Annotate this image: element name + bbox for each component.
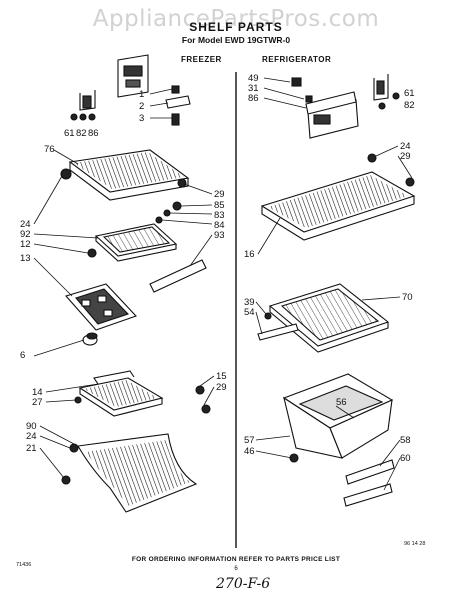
part-label: 13 <box>20 253 31 264</box>
freezer-lower-wire-shelf <box>78 370 164 417</box>
part-label: 54 <box>244 307 255 318</box>
part-label: 93 <box>214 230 225 241</box>
freezer-upper-wire-shelf <box>68 149 190 201</box>
part-label: 21 <box>26 443 37 454</box>
freezer-bracket <box>79 90 96 111</box>
catalog-code: 71436 <box>16 562 32 568</box>
refrigerator-control-housing <box>305 91 359 139</box>
part-label: 56 <box>336 397 347 408</box>
watermark: AppliancePartsPros.com <box>92 6 380 32</box>
part-label: 29 <box>214 189 225 200</box>
part-label: 90 <box>26 421 37 432</box>
model-subtitle: For Model EWD 19GTWR-0 <box>181 35 291 45</box>
crisper-cover-frame <box>268 283 390 353</box>
part-label: 46 <box>244 446 255 457</box>
part-label: 82 <box>76 128 87 139</box>
part-label: 57 <box>244 435 255 446</box>
part-label: 39 <box>244 297 255 308</box>
part-label: 92 <box>20 229 31 240</box>
drawing-code: 96 14 28 <box>404 541 426 547</box>
refrigerator-wire-shelf <box>260 171 416 241</box>
part-label: 16 <box>244 249 255 260</box>
page-number: 6 <box>234 566 238 572</box>
refrigerator-bracket <box>373 74 389 101</box>
part-label: 61 <box>64 128 75 139</box>
freezer-shelf-rail <box>149 259 207 293</box>
freezer-ice-tray <box>94 223 178 262</box>
freezer-ice-bin <box>65 283 137 331</box>
part-label: 83 <box>214 210 225 221</box>
part-label: 15 <box>216 371 227 382</box>
leader-lines <box>33 77 413 491</box>
part-label: 58 <box>400 435 411 446</box>
freezer-heading: FREEZER <box>181 55 222 64</box>
part-label: 2 <box>139 101 144 112</box>
part-label: 3 <box>139 113 144 124</box>
handwritten-note: 270-F-6 <box>216 576 271 592</box>
diagram-title: SHELF PARTS <box>189 20 283 34</box>
part-label: 86 <box>248 93 259 104</box>
part-label: 24 <box>26 431 37 442</box>
part-label: 82 <box>404 100 415 111</box>
part-label: 70 <box>402 292 413 303</box>
freezer-fasteners <box>165 85 191 126</box>
part-label: 14 <box>32 387 43 398</box>
crisper-drawer <box>282 373 394 459</box>
part-label: 61 <box>404 88 415 99</box>
part-label: 12 <box>20 239 31 250</box>
part-label: 84 <box>214 220 225 231</box>
part-label: 49 <box>248 73 259 84</box>
part-labels: 1 2 3 61 82 86 76 29 85 83 84 93 24 92 1… <box>20 73 415 464</box>
part-label: 29 <box>400 151 411 162</box>
freezer-screws <box>70 113 96 121</box>
part-label: 60 <box>400 453 411 464</box>
refrigerator-heading: REFRIGERATOR <box>262 55 332 64</box>
part-label: 27 <box>32 397 43 408</box>
part-label: 24 <box>20 219 31 230</box>
part-label: 1 <box>139 89 144 100</box>
part-label: 6 <box>20 350 25 361</box>
part-label: 76 <box>44 144 55 155</box>
part-label: 24 <box>400 141 411 152</box>
freezer-door-basket <box>77 433 198 513</box>
ordering-note: FOR ORDERING INFORMATION REFER TO PARTS … <box>131 556 341 563</box>
part-label: 86 <box>88 128 99 139</box>
part-label: 31 <box>248 83 259 94</box>
freezer-control-panel <box>117 54 149 98</box>
part-label: 85 <box>214 200 225 211</box>
part-label: 29 <box>216 382 227 393</box>
